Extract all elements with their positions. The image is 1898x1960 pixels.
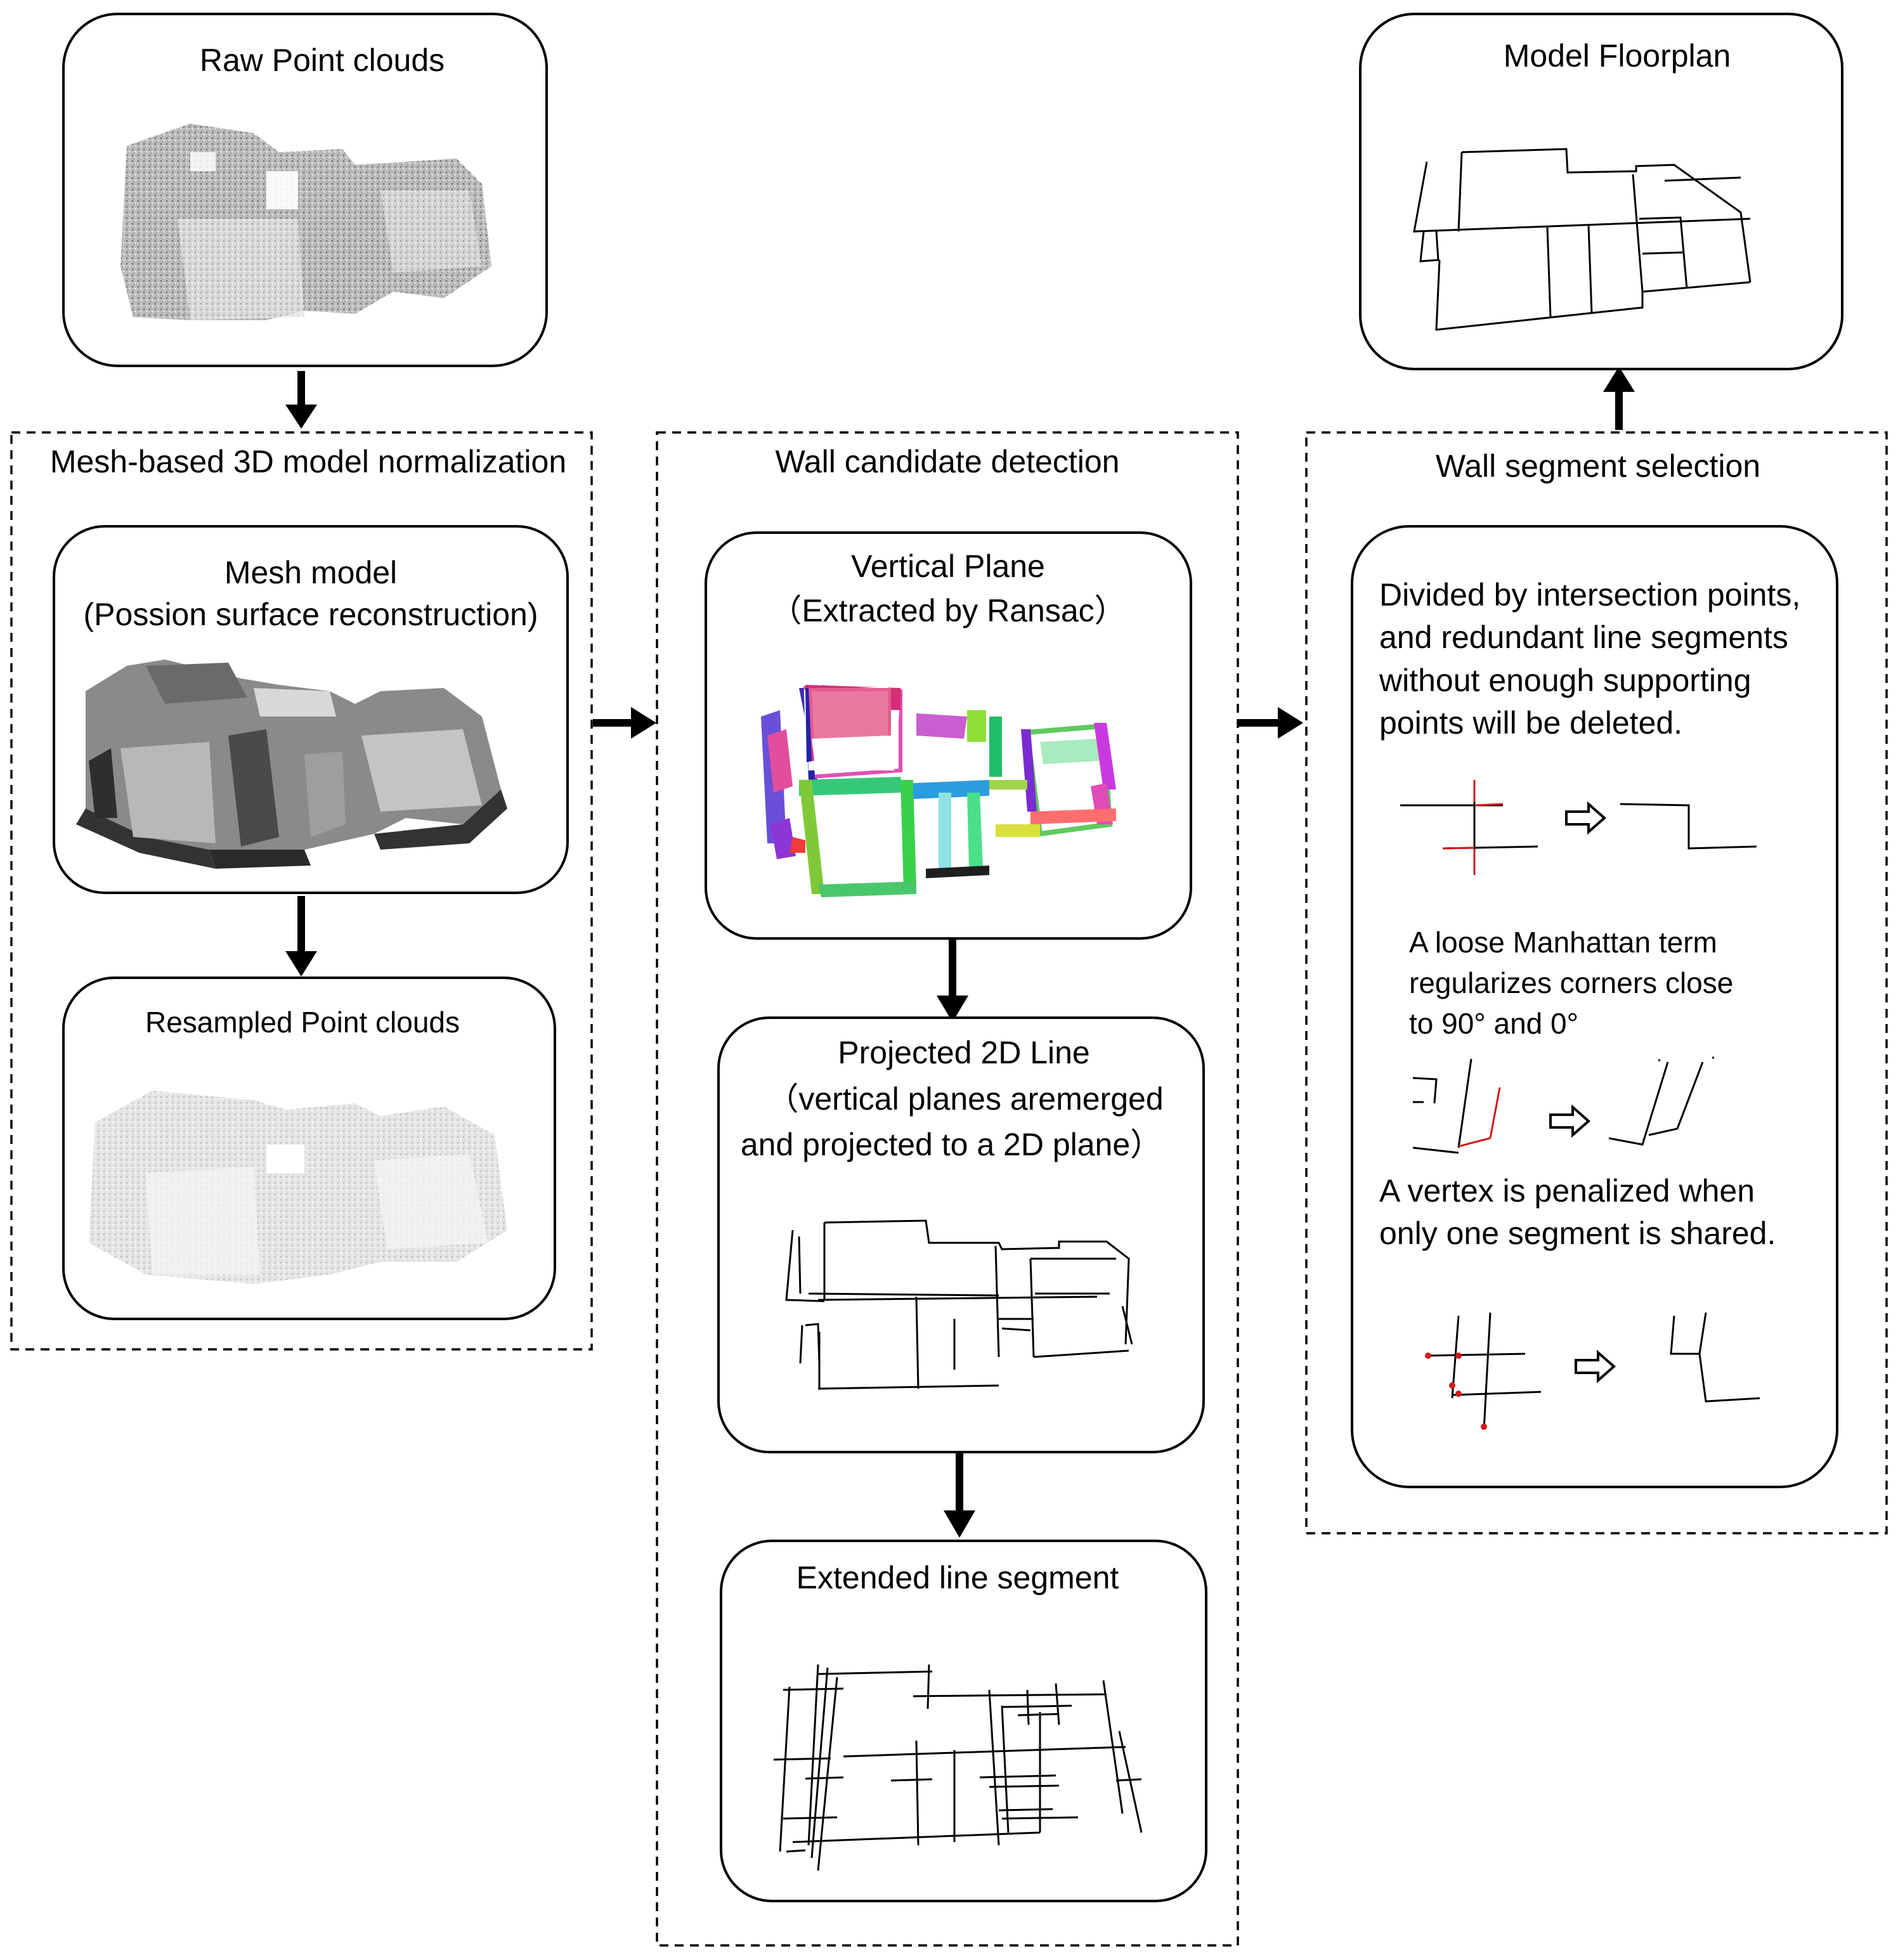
arrow-raw-to-mesh: [285, 371, 317, 429]
node-model-floorplan: Model Floorplan: [1359, 13, 1843, 370]
vertical-plane-title-line1: Vertical Plane: [851, 548, 1045, 584]
wall-selection-step2-line1: A loose Manhattan term: [1409, 926, 1717, 959]
wall-selection-step2-line2: regularizes corners close: [1409, 966, 1733, 999]
group-wall-detection-frame: [656, 431, 1239, 1947]
group-wall-detection-title: Wall candidate detection: [776, 444, 1120, 479]
step1-illustration: [1400, 780, 1538, 875]
resampled-point-cloud-image: [89, 1091, 507, 1284]
node-raw-point-clouds: Raw Point clouds: [62, 13, 548, 367]
mesh-model-title-line1: Mesh model: [224, 555, 397, 590]
arrow-detection-to-selection: [1238, 707, 1303, 739]
wall-selection-step3-line1: A vertex is penalized when: [1379, 1173, 1755, 1209]
model-floorplan-image: [1413, 148, 1752, 331]
arrow-projected-to-extended: [944, 1452, 975, 1538]
wall-selection-step2-line3: to 90° and 0°: [1409, 1007, 1578, 1040]
extended-line-segment-image: [773, 1664, 1143, 1871]
resampled-point-clouds-title: Resampled Point clouds: [145, 1006, 460, 1039]
mesh-model-image: [76, 659, 507, 869]
step2-illustration: [1412, 1058, 1501, 1154]
group-wall-selection-frame: [1305, 431, 1888, 1535]
step1-arrow-icon: [1565, 801, 1607, 835]
step2-arrow-icon: [1549, 1104, 1591, 1138]
projected-2d-line-title-line2: （vertical planes aremerged: [767, 1081, 1163, 1117]
node-projected-2d-line: Projected 2D Line （vertical planes areme…: [717, 1016, 1205, 1453]
mesh-model-title-line2: (Possion surface reconstruction): [84, 597, 538, 632]
node-mesh-model: Mesh model (Possion surface reconstructi…: [53, 525, 569, 894]
wall-selection-step3-line2: only one segment is shared.: [1379, 1216, 1776, 1251]
wall-selection-step1-line4: points will be deleted.: [1379, 705, 1682, 741]
arrow-plane-to-projected: [937, 938, 968, 1022]
group-wall-selection-title: Wall segment selection: [1436, 448, 1760, 484]
node-resampled-point-clouds: Resampled Point clouds: [62, 977, 556, 1320]
wall-selection-step1-line3: without enough supporting: [1379, 663, 1752, 698]
projected-2d-line-title-line3: and projected to a 2D plane）: [741, 1127, 1162, 1162]
arrow-selection-to-floorplan: [1603, 367, 1635, 430]
projected-2d-line-title-line1: Projected 2D Line: [838, 1035, 1089, 1070]
wall-selection-step1-line2: and redundant line segments: [1379, 620, 1788, 655]
arrow-normalization-to-detection: [593, 707, 656, 739]
step3-arrow-icon: [1575, 1349, 1616, 1384]
projected-2d-line-image: [785, 1219, 1133, 1390]
step1-result: [1620, 803, 1757, 850]
step3-red-vertices: [1425, 1353, 1487, 1430]
extended-line-segment-title: Extended line segment: [796, 1560, 1119, 1595]
vertical-plane-title-line2: （Extracted by Ransac）: [770, 593, 1126, 628]
node-extended-line-segment: Extended line segment: [720, 1540, 1207, 1902]
step3-result: [1670, 1312, 1760, 1403]
node-wall-selection-steps: Divided by intersection points, and redu…: [1351, 525, 1838, 1488]
model-floorplan-title: Model Floorplan: [1504, 38, 1731, 74]
step2-result: [1608, 1056, 1714, 1146]
raw-point-cloud-image: [120, 124, 491, 320]
raw-point-clouds-title: Raw Point clouds: [200, 42, 445, 78]
group-normalization-title: Mesh-based 3D model normalization: [50, 444, 566, 479]
wall-selection-step1-line1: Divided by intersection points,: [1379, 577, 1800, 613]
group-normalization-frame: [10, 431, 593, 1351]
vertical-plane-image: [761, 685, 1116, 897]
node-vertical-plane: Vertical Plane （Extracted by Ransac）: [705, 531, 1192, 940]
arrow-mesh-to-resampled: [285, 896, 317, 977]
